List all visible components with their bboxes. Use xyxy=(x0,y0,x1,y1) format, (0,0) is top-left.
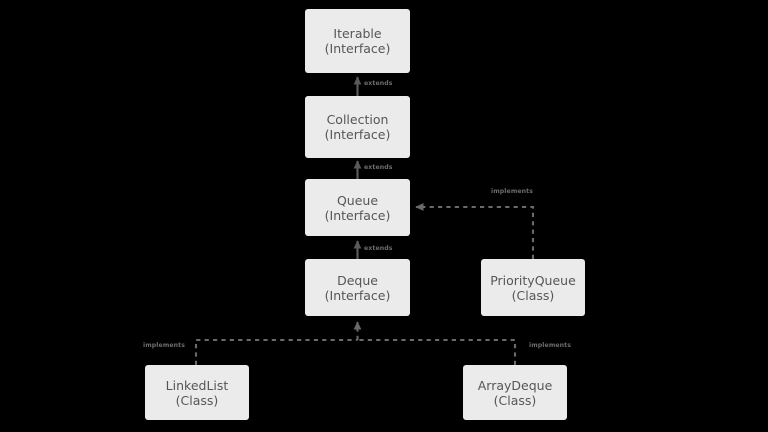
node-collection[interactable]: Collection (Interface) xyxy=(305,96,410,158)
node-deque-kind: (Interface) xyxy=(324,287,391,303)
edge-linkedlist-implements-deque xyxy=(194,338,358,365)
node-priorityqueue-name: PriorityQueue xyxy=(490,272,576,288)
edge-arraydeque-implements-deque xyxy=(357,338,517,365)
edge-label-linkedlist-implements: implements xyxy=(143,342,186,349)
node-iterable-name: Iterable xyxy=(333,26,382,41)
node-linkedlist-kind: (Class) xyxy=(175,392,219,408)
node-queue-name: Queue xyxy=(336,192,379,208)
node-priorityqueue-kind: (Class) xyxy=(511,287,555,303)
edge-priorityqueue-implements-queue xyxy=(415,203,535,259)
node-deque[interactable]: Deque (Interface) xyxy=(305,259,410,316)
edge-label-priorityqueue-implements: implements xyxy=(491,188,534,195)
node-collection-name: Collection xyxy=(326,112,389,127)
node-linkedlist[interactable]: LinkedList (Class) xyxy=(145,365,249,420)
node-iterable-kind: (Interface) xyxy=(324,41,391,56)
edge-label-arraydeque-implements: implements xyxy=(529,342,572,349)
node-priorityqueue[interactable]: PriorityQueue (Class) xyxy=(481,259,585,316)
node-deque-name: Deque xyxy=(337,272,378,288)
node-queue[interactable]: Queue (Interface) xyxy=(305,179,410,236)
edge-label-deque-extends: extends xyxy=(364,245,393,252)
node-iterable[interactable]: Iterable (Interface) xyxy=(305,9,410,73)
node-linkedlist-name: LinkedList xyxy=(165,377,229,393)
node-arraydeque[interactable]: ArrayDeque (Class) xyxy=(463,365,567,420)
node-collection-kind: (Interface) xyxy=(324,127,391,142)
edge-label-collection-extends: extends xyxy=(364,80,393,87)
node-arraydeque-name: ArrayDeque xyxy=(477,377,553,393)
edge-label-queue-extends: extends xyxy=(364,164,393,171)
node-arraydeque-kind: (Class) xyxy=(493,392,537,408)
node-queue-kind: (Interface) xyxy=(324,207,391,223)
